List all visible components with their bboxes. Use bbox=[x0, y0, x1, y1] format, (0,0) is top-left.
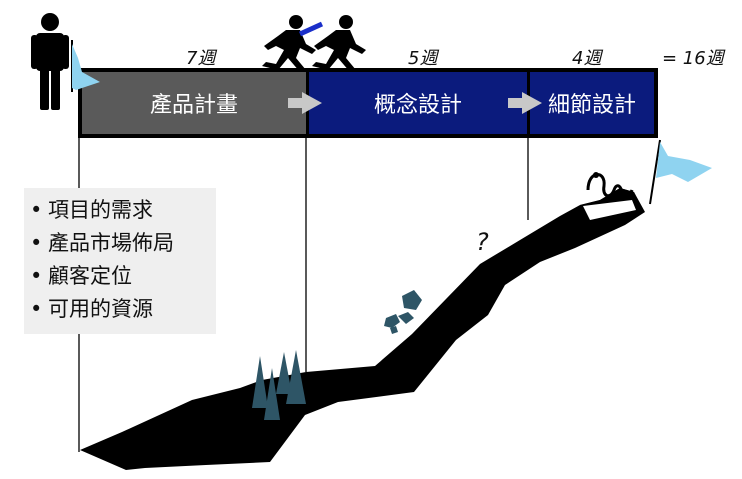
list-item: •產品市場佈局 bbox=[30, 231, 174, 255]
running-people-icon bbox=[262, 15, 366, 72]
phase-3-label: 細節設計 bbox=[547, 93, 636, 118]
list-item-text: 可用的資源 bbox=[48, 297, 153, 321]
list-item-text: 項目的需求 bbox=[48, 198, 153, 222]
total-weeks: = 16週 bbox=[662, 48, 724, 69]
phase-2-weeks: 5週 bbox=[408, 48, 438, 69]
list-item-text: 顧客定位 bbox=[48, 264, 132, 288]
rocks-icon bbox=[384, 290, 422, 334]
arrow-right-icon bbox=[508, 92, 542, 114]
requirements-list: •項目的需求 •產品市場佈局 •顧客定位 •可用的資源 bbox=[24, 188, 216, 334]
snake-icon bbox=[586, 173, 634, 198]
phase-3-box bbox=[530, 72, 654, 134]
summit-notch-white bbox=[583, 200, 636, 220]
question-mark: ? bbox=[476, 228, 489, 256]
phase-1-box bbox=[82, 72, 306, 134]
list-item: •顧客定位 bbox=[30, 264, 132, 288]
person-icon bbox=[31, 13, 69, 110]
phase-1-label: 產品計畫 bbox=[149, 93, 238, 118]
phase-2-box bbox=[309, 72, 527, 134]
mountain-shape bbox=[80, 188, 645, 470]
snake-head bbox=[593, 172, 599, 178]
phase-1-weeks: 7週 bbox=[186, 48, 216, 69]
list-item-text: 產品市場佈局 bbox=[48, 231, 174, 255]
spikes-icon bbox=[252, 350, 306, 420]
start-flag-icon bbox=[71, 40, 100, 92]
goal-flag-icon bbox=[649, 139, 712, 205]
phase-3-weeks: 4週 bbox=[572, 48, 602, 69]
list-item: •可用的資源 bbox=[30, 297, 153, 321]
list-item: •項目的需求 bbox=[30, 198, 153, 222]
phase-2-label: 概念設計 bbox=[373, 93, 462, 118]
arrow-right-icon bbox=[288, 92, 322, 114]
